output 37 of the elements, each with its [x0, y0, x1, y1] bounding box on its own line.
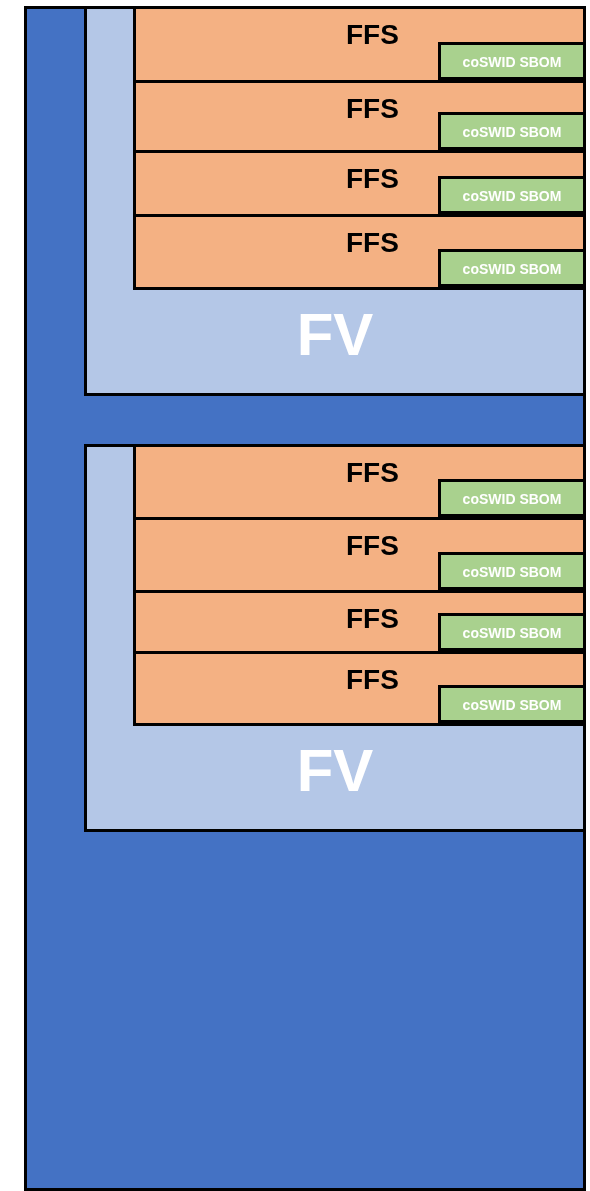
sbom-box	[438, 249, 586, 287]
file-section-box	[133, 80, 586, 153]
section-label: FFS	[346, 666, 399, 694]
section-label: FFS	[346, 21, 399, 49]
sbom-label: coSWID SBOM	[461, 698, 563, 712]
file-section-box	[133, 150, 586, 217]
sbom-box	[438, 613, 586, 651]
outer-container-box	[24, 6, 586, 1191]
sbom-label: coSWID SBOM	[461, 262, 563, 276]
sbom-label: coSWID SBOM	[461, 565, 563, 579]
sbom-label: coSWID SBOM	[461, 492, 563, 506]
sbom-box	[438, 479, 586, 517]
sbom-box	[438, 552, 586, 590]
section-label: FFS	[346, 605, 399, 633]
file-section-box	[133, 651, 586, 726]
volume-label: FV	[295, 741, 375, 801]
volume-label: FV	[295, 305, 375, 365]
file-section-box	[133, 444, 586, 520]
sbom-box	[438, 42, 586, 80]
file-section-box	[133, 6, 586, 83]
file-section-box	[133, 590, 586, 654]
sbom-box	[438, 176, 586, 214]
sbom-box	[438, 112, 586, 150]
section-label: FFS	[346, 532, 399, 560]
sbom-box	[438, 685, 586, 723]
file-section-box	[133, 214, 586, 290]
volume-box	[84, 6, 586, 396]
section-label: FFS	[346, 459, 399, 487]
section-label: FFS	[346, 165, 399, 193]
file-section-box	[133, 517, 586, 593]
sbom-label: coSWID SBOM	[461, 55, 563, 69]
sbom-label: coSWID SBOM	[461, 125, 563, 139]
sbom-label: coSWID SBOM	[461, 626, 563, 640]
volume-box	[84, 444, 586, 832]
section-label: FFS	[346, 229, 399, 257]
sbom-label: coSWID SBOM	[461, 189, 563, 203]
section-label: FFS	[346, 95, 399, 123]
